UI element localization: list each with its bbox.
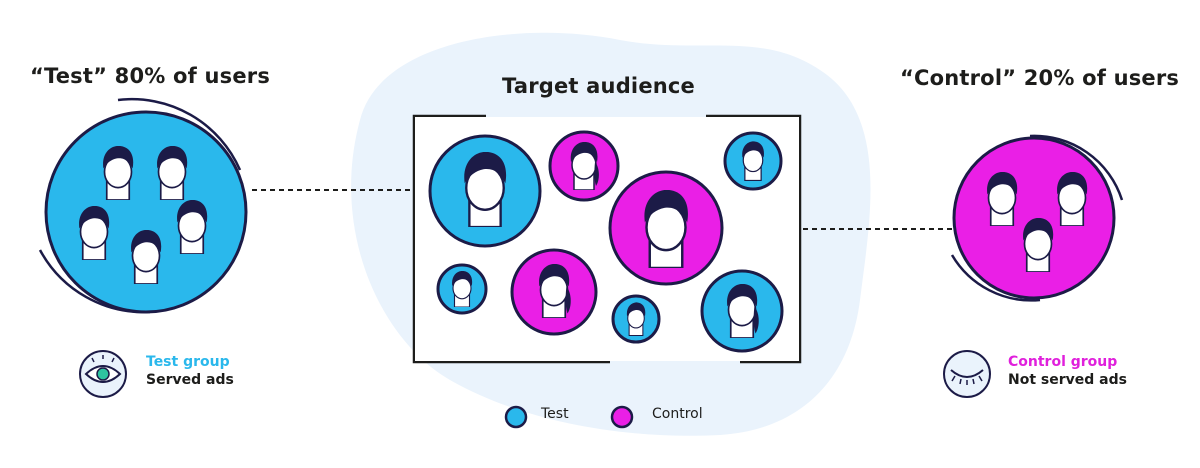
audience-member-control xyxy=(608,170,724,286)
legend-swatch-control xyxy=(610,405,634,429)
control-heading: “Control” 20% of users xyxy=(900,66,1180,90)
audience-member-test xyxy=(428,134,542,248)
legend-label-test: Test xyxy=(541,406,569,422)
control-group-cluster xyxy=(950,134,1124,302)
control-group-name: Control group xyxy=(1008,354,1118,370)
audience-member-test xyxy=(436,263,488,315)
legend-label-control: Control xyxy=(652,406,703,422)
audience-member-control xyxy=(548,130,620,202)
audience-member-test xyxy=(611,294,661,344)
audience-member-test xyxy=(700,269,784,353)
test-group-description: Served ads xyxy=(146,372,234,388)
audience-member-test xyxy=(723,131,783,191)
test-group-name: Test group xyxy=(146,354,230,370)
legend-swatch-test xyxy=(504,405,528,429)
eye-open-icon xyxy=(79,350,127,398)
test-group-cluster xyxy=(38,97,248,314)
control-group-label: Control group Not served ads xyxy=(1008,354,1127,388)
target-audience-heading: Target audience xyxy=(502,74,696,98)
audience-members xyxy=(428,130,784,353)
test-heading: “Test” 80% of users xyxy=(30,64,271,88)
test-group-label: Test group Served ads xyxy=(146,354,234,388)
audience-member-control xyxy=(510,248,598,336)
eye-closed-icon xyxy=(943,350,991,398)
control-group-description: Not served ads xyxy=(1008,372,1127,388)
